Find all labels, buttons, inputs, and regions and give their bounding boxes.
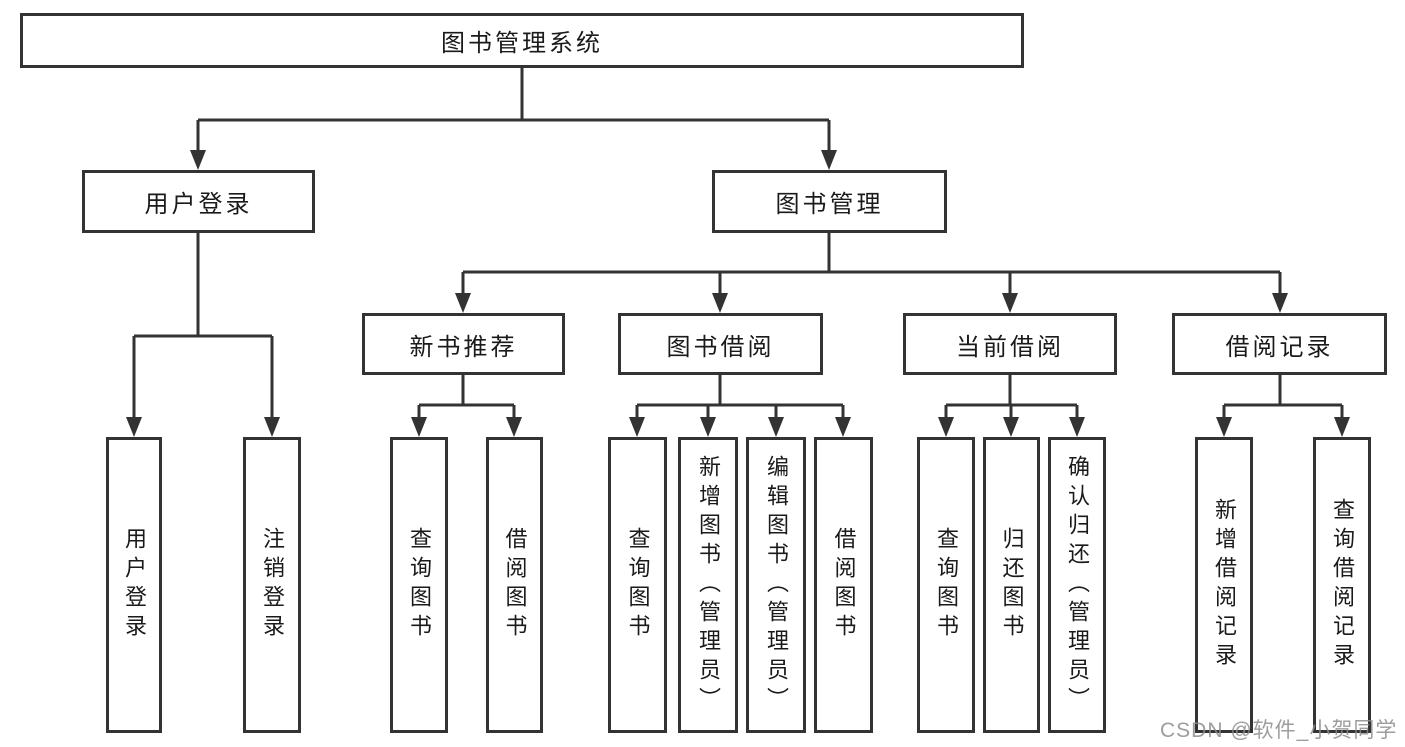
connector-user-login-to-leaves: [132, 233, 274, 420]
arrowhead: [264, 417, 280, 437]
arrowhead: [1002, 293, 1018, 313]
node-book-borrow: 图书借阅: [618, 313, 823, 375]
arrowhead: [712, 293, 728, 313]
arrowhead: [700, 417, 716, 437]
leaf-user-login: 用户登录: [106, 437, 162, 733]
node-current-borrow: 当前借阅: [903, 313, 1117, 375]
node-borrow-records: 借阅记录: [1172, 313, 1387, 375]
arrowhead: [1069, 417, 1085, 437]
leaf-edit-book-admin: 编辑图书（管理员）: [746, 437, 806, 733]
arrowhead: [1003, 417, 1019, 437]
connector-book-borrow-to-leaves: [635, 375, 845, 420]
arrowhead: [1334, 417, 1350, 437]
leaf-confirm-return-admin: 确认归还（管理员）: [1048, 437, 1106, 733]
leaf-query-books-recommend: 查询图书: [390, 437, 448, 733]
connector-root-to-level2: [196, 68, 831, 153]
arrowhead: [629, 417, 645, 437]
leaf-query-books-borrow: 查询图书: [608, 437, 667, 733]
arrowhead: [455, 293, 471, 313]
arrowhead: [938, 417, 954, 437]
arrowhead: [835, 417, 851, 437]
node-root-library-system: 图书管理系统: [20, 13, 1024, 68]
connector-current-borrow-to-leaves: [944, 375, 1079, 420]
arrowhead: [768, 417, 784, 437]
leaf-query-borrow-record: 查询借阅记录: [1313, 437, 1371, 733]
leaf-query-books-current: 查询图书: [917, 437, 975, 733]
arrowhead: [1216, 417, 1232, 437]
node-user-login: 用户登录: [82, 170, 315, 233]
arrowhead: [126, 417, 142, 437]
arrowhead: [1272, 293, 1288, 313]
leaf-return-book: 归还图书: [983, 437, 1040, 733]
connector-book-management-to-level3: [461, 233, 1282, 296]
connector-new-book-to-leaves: [417, 375, 516, 420]
arrowhead: [821, 150, 837, 170]
leaf-borrow-books-recommend: 借阅图书: [486, 437, 543, 733]
leaf-borrow-books: 借阅图书: [814, 437, 873, 733]
node-new-book-recommend: 新书推荐: [362, 313, 565, 375]
arrowhead: [506, 417, 522, 437]
csdn-watermark: CSDN @软件_小贺同学: [1160, 719, 1398, 742]
leaf-add-borrow-record: 新增借阅记录: [1195, 437, 1253, 733]
connector-borrow-records-to-leaves: [1222, 375, 1344, 420]
leaf-add-book-admin: 新增图书（管理员）: [678, 437, 738, 733]
arrowhead: [411, 417, 427, 437]
node-book-management: 图书管理: [712, 170, 947, 233]
arrowhead: [190, 150, 206, 170]
leaf-logout: 注销登录: [243, 437, 301, 733]
